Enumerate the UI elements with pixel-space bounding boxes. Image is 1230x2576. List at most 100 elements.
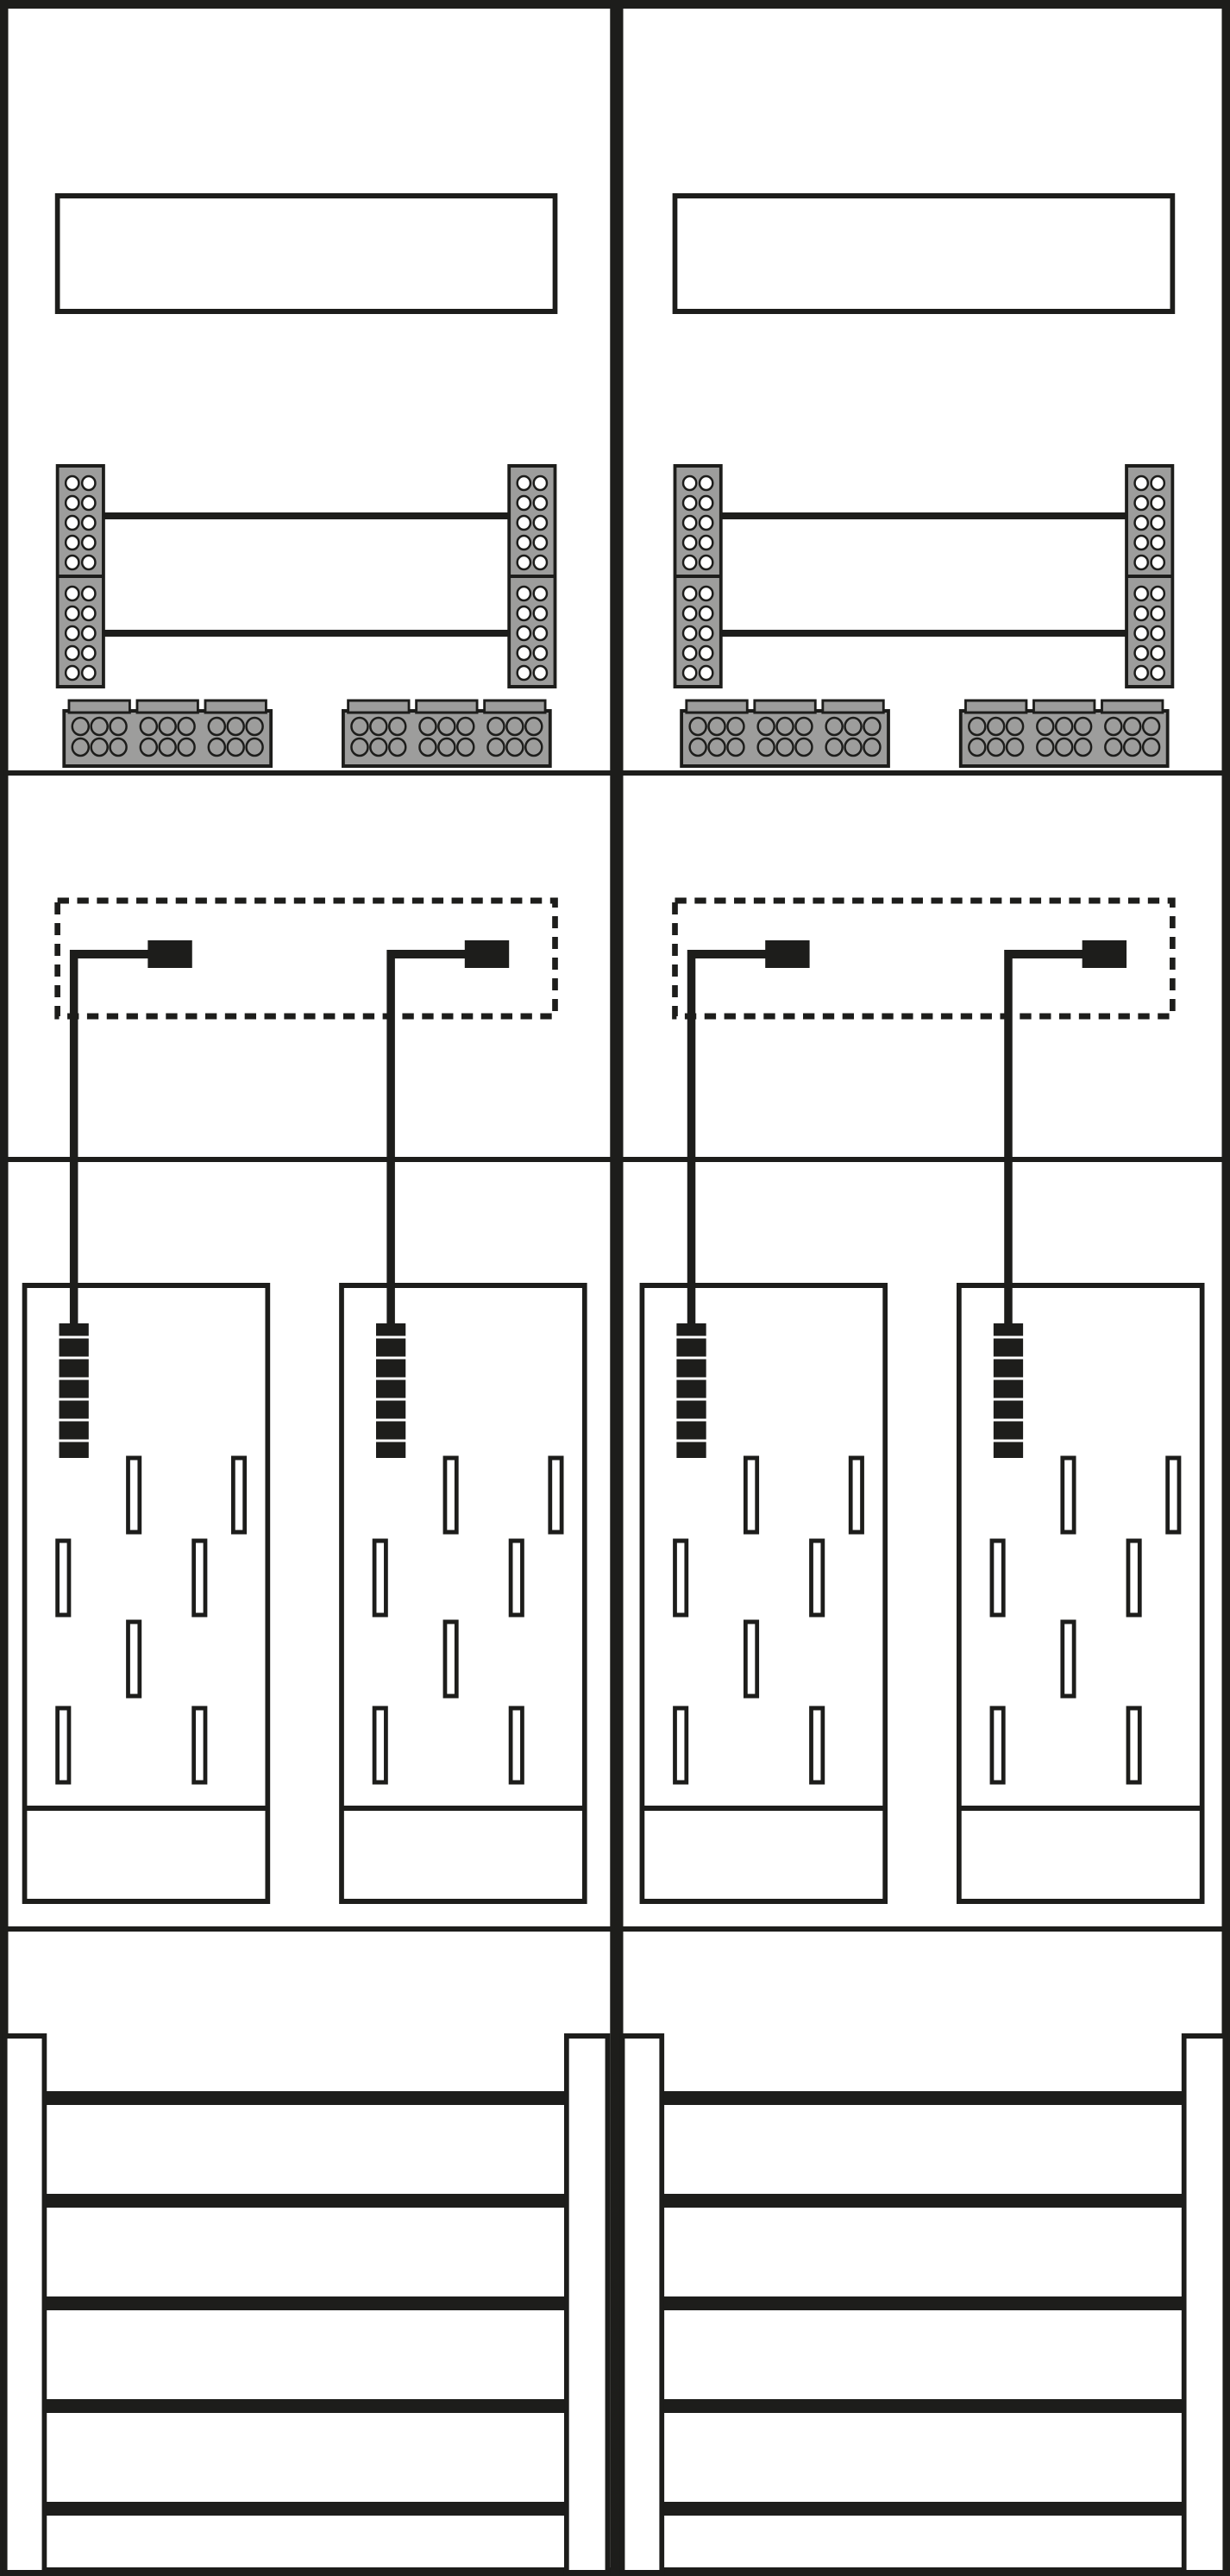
- terminal-block-clip: [204, 699, 267, 714]
- meter-contact-slot: [191, 1706, 208, 1785]
- terminal-hole: [1005, 716, 1025, 737]
- terminal-hole: [64, 534, 80, 551]
- connector-plug: [147, 940, 192, 968]
- terminal-hole: [532, 605, 549, 622]
- terminal-hole: [532, 585, 549, 602]
- terminal-hole: [516, 494, 532, 512]
- terminal-hole: [64, 605, 80, 622]
- meter-contact-slot: [548, 1455, 564, 1535]
- terminal-hole: [1150, 514, 1166, 531]
- terminal-hole: [1150, 554, 1166, 571]
- busbar-rail: [663, 2502, 1183, 2516]
- terminal-hole: [698, 534, 714, 551]
- terminal-hole: [698, 474, 714, 492]
- meter-contact-slot: [989, 1538, 1006, 1618]
- terminal-hole: [1005, 737, 1025, 757]
- meter-wire: [687, 950, 769, 1327]
- terminal-hole: [1150, 664, 1166, 682]
- meter-wire: [69, 950, 152, 1327]
- meter-contact-slot: [989, 1706, 1006, 1785]
- terminal-hole: [516, 605, 532, 622]
- busbar-rail: [663, 2194, 1183, 2208]
- meter-contact-slot: [1060, 1455, 1076, 1535]
- terminal-hole: [986, 716, 1006, 737]
- meter-wire-plug: [676, 1323, 706, 1458]
- horizontal-terminal-block: [958, 699, 1170, 768]
- connector-plug: [464, 940, 510, 968]
- terminal-block-clip: [821, 699, 885, 714]
- terminal-hole: [80, 554, 97, 571]
- terminal-hole: [139, 737, 159, 757]
- terminal-hole: [681, 644, 698, 662]
- busbar-support-left: [619, 2033, 665, 2575]
- terminal-hole: [226, 716, 245, 737]
- terminal-hole: [794, 716, 813, 737]
- meter-contact-slot: [743, 1619, 760, 1699]
- meter-socket: [957, 1283, 1205, 1904]
- terminal-hole: [698, 625, 714, 642]
- terminal-hole: [516, 585, 532, 602]
- terminal-hole: [80, 514, 97, 531]
- terminal-hole: [698, 585, 714, 602]
- meter-contact-slot: [191, 1538, 208, 1618]
- meter-frame: [22, 1283, 271, 1904]
- terminal-hole: [1073, 716, 1093, 737]
- connector-plug: [1082, 940, 1127, 968]
- meter-contact-slot: [442, 1619, 459, 1699]
- terminal-hole: [437, 716, 456, 737]
- terminal-hole: [1150, 585, 1166, 602]
- terminal-hole: [516, 625, 532, 642]
- dashed-device-area: [672, 897, 1176, 1020]
- terminal-hole: [80, 585, 97, 602]
- terminal-hole: [80, 664, 97, 682]
- terminal-hole: [524, 737, 543, 757]
- terminal-hole: [1133, 644, 1150, 662]
- terminal-hole: [532, 554, 549, 571]
- terminal-hole: [681, 554, 698, 571]
- terminal-hole: [1141, 737, 1161, 757]
- terminal-hole: [516, 644, 532, 662]
- terminal-hole: [80, 494, 97, 512]
- dashed-device-area: [54, 897, 558, 1020]
- meter-wire-plug: [993, 1323, 1024, 1458]
- terminal-hole: [418, 716, 437, 737]
- terminal-hole: [64, 664, 80, 682]
- terminal-hole: [698, 514, 714, 531]
- busbar-support-right: [1181, 2033, 1228, 2575]
- terminal-hole: [1133, 605, 1150, 622]
- terminal-hole: [1150, 644, 1166, 662]
- terminal-hole: [1073, 737, 1093, 757]
- terminal-hole: [64, 474, 80, 492]
- terminal-hole: [698, 605, 714, 622]
- terminal-hole: [707, 716, 726, 737]
- terminal-hole: [698, 554, 714, 571]
- terminal-hole: [1054, 737, 1074, 757]
- cabinet-column-2: [619, 193, 1228, 2575]
- terminal-hole: [532, 514, 549, 531]
- terminal-hole: [387, 716, 407, 737]
- meter-socket: [639, 1283, 888, 1904]
- busbar-rail: [46, 2296, 565, 2310]
- meter-contact-slot: [508, 1538, 524, 1618]
- terminal-hole: [505, 737, 524, 757]
- meter-contact-slot: [126, 1619, 142, 1699]
- meter-wire-plug: [375, 1323, 406, 1458]
- terminal-hole: [516, 514, 532, 531]
- busbar-rail: [46, 2399, 565, 2413]
- vertical-terminal-block: [1125, 464, 1175, 688]
- meter-socket: [22, 1283, 271, 1904]
- label-strip: [672, 193, 1176, 314]
- terminal-hole: [207, 716, 227, 737]
- terminal-block-clip: [347, 699, 411, 714]
- terminal-hole: [844, 737, 863, 757]
- terminal-hole: [369, 716, 388, 737]
- meter-contact-slot: [673, 1538, 689, 1618]
- meter-contact-slot: [55, 1706, 72, 1785]
- terminal-hole: [1036, 716, 1055, 737]
- terminal-hole: [1122, 716, 1142, 737]
- terminal-hole: [437, 737, 456, 757]
- terminal-hole: [1133, 585, 1150, 602]
- terminal-hole: [1133, 474, 1150, 492]
- meter-socket: [339, 1283, 587, 1904]
- terminal-hole: [532, 664, 549, 682]
